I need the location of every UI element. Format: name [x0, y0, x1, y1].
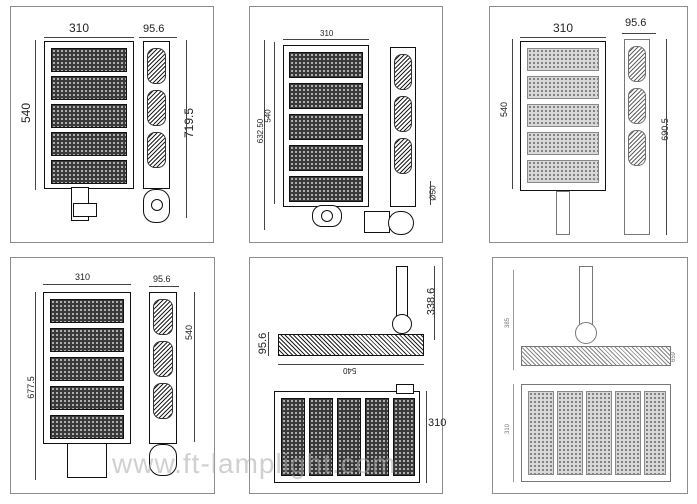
pivot-joint	[575, 322, 597, 344]
fixture-side-view	[143, 41, 170, 189]
led-module	[527, 160, 599, 183]
led-module	[289, 176, 363, 202]
height-label: 540	[499, 101, 510, 118]
led-module	[289, 114, 363, 140]
swivel-arm	[579, 266, 593, 330]
height-label: 540	[184, 324, 195, 341]
dim-a-label: 385	[505, 317, 512, 329]
led-module	[289, 52, 363, 78]
drawing-panel-2: 310 632.50 540 Ø50	[249, 6, 443, 243]
led-module	[615, 391, 641, 475]
fixture-side-view-horizontal	[278, 334, 424, 356]
fixture-top-view	[521, 384, 671, 482]
drawing-panel-1: 310 95.6 540 719.5	[10, 6, 214, 243]
fixture-front-view	[520, 41, 606, 191]
led-module	[527, 76, 599, 99]
fixture-front-view	[44, 41, 134, 189]
width-label: 310	[320, 29, 334, 38]
width-label: 310	[553, 21, 574, 35]
led-module	[50, 328, 124, 352]
width-label: 310	[69, 21, 90, 35]
width-label: 310	[75, 272, 91, 282]
dim-b-label: 659	[671, 351, 678, 363]
led-module	[51, 48, 127, 72]
length-label: 540	[343, 366, 357, 375]
arm-height-label: 338.6	[425, 287, 438, 316]
led-module	[51, 132, 127, 156]
drawing-panel-5: 338.6 95.6 540 310	[249, 257, 447, 494]
drawing-panel-3: 310 95.6 540 690.5	[489, 6, 688, 243]
depth-label: 95.6	[153, 274, 171, 284]
fixture-front-view	[283, 45, 369, 207]
led-module	[51, 76, 127, 100]
led-module	[289, 145, 363, 171]
pole-stem	[556, 191, 570, 235]
bracket-base	[73, 203, 97, 217]
total-height-label: 719.5	[182, 107, 197, 139]
led-module	[528, 391, 554, 475]
led-module	[527, 132, 599, 155]
watermark-text: www.ft-lamplight.com	[112, 448, 397, 479]
drawing-panel-6: 385 659 310	[492, 257, 688, 494]
led-module	[50, 415, 124, 439]
dim-c-label: 310	[505, 423, 512, 435]
led-module	[51, 104, 127, 128]
fixture-top-view	[274, 391, 420, 483]
depth-label: 95.6	[143, 23, 165, 35]
mounting-bracket	[67, 444, 107, 478]
led-module	[557, 391, 583, 475]
pivot-joint	[392, 314, 412, 334]
height-label: 540	[263, 109, 273, 123]
drawing-panel-4: 310 95.6 677.5 540	[10, 257, 215, 494]
led-module	[309, 398, 333, 476]
fixture-side-view	[149, 292, 177, 444]
fixture-side-view	[624, 39, 650, 235]
width-label: 310	[428, 417, 447, 429]
led-module	[289, 83, 363, 109]
led-module	[281, 398, 305, 476]
led-module	[365, 398, 389, 476]
led-module	[586, 391, 612, 475]
pole-adapter-side	[388, 211, 414, 235]
fixture-side-view-horizontal	[521, 346, 671, 366]
led-module	[644, 391, 666, 475]
led-module	[393, 398, 415, 476]
led-module	[527, 104, 599, 127]
led-module	[50, 357, 124, 381]
led-module	[51, 160, 127, 184]
pole-adapter	[149, 444, 177, 476]
pole-hole	[321, 210, 333, 222]
led-module	[337, 398, 361, 476]
led-module	[50, 386, 124, 410]
led-module	[527, 48, 599, 71]
side-bracket	[364, 211, 390, 233]
led-module	[50, 299, 124, 323]
fixture-side-view	[390, 47, 416, 207]
depth-label: 95.6	[625, 17, 647, 29]
fixture-front-view	[43, 292, 131, 444]
top-mount	[396, 384, 414, 394]
height-label: 540	[19, 102, 34, 124]
pole-hole	[151, 199, 163, 211]
